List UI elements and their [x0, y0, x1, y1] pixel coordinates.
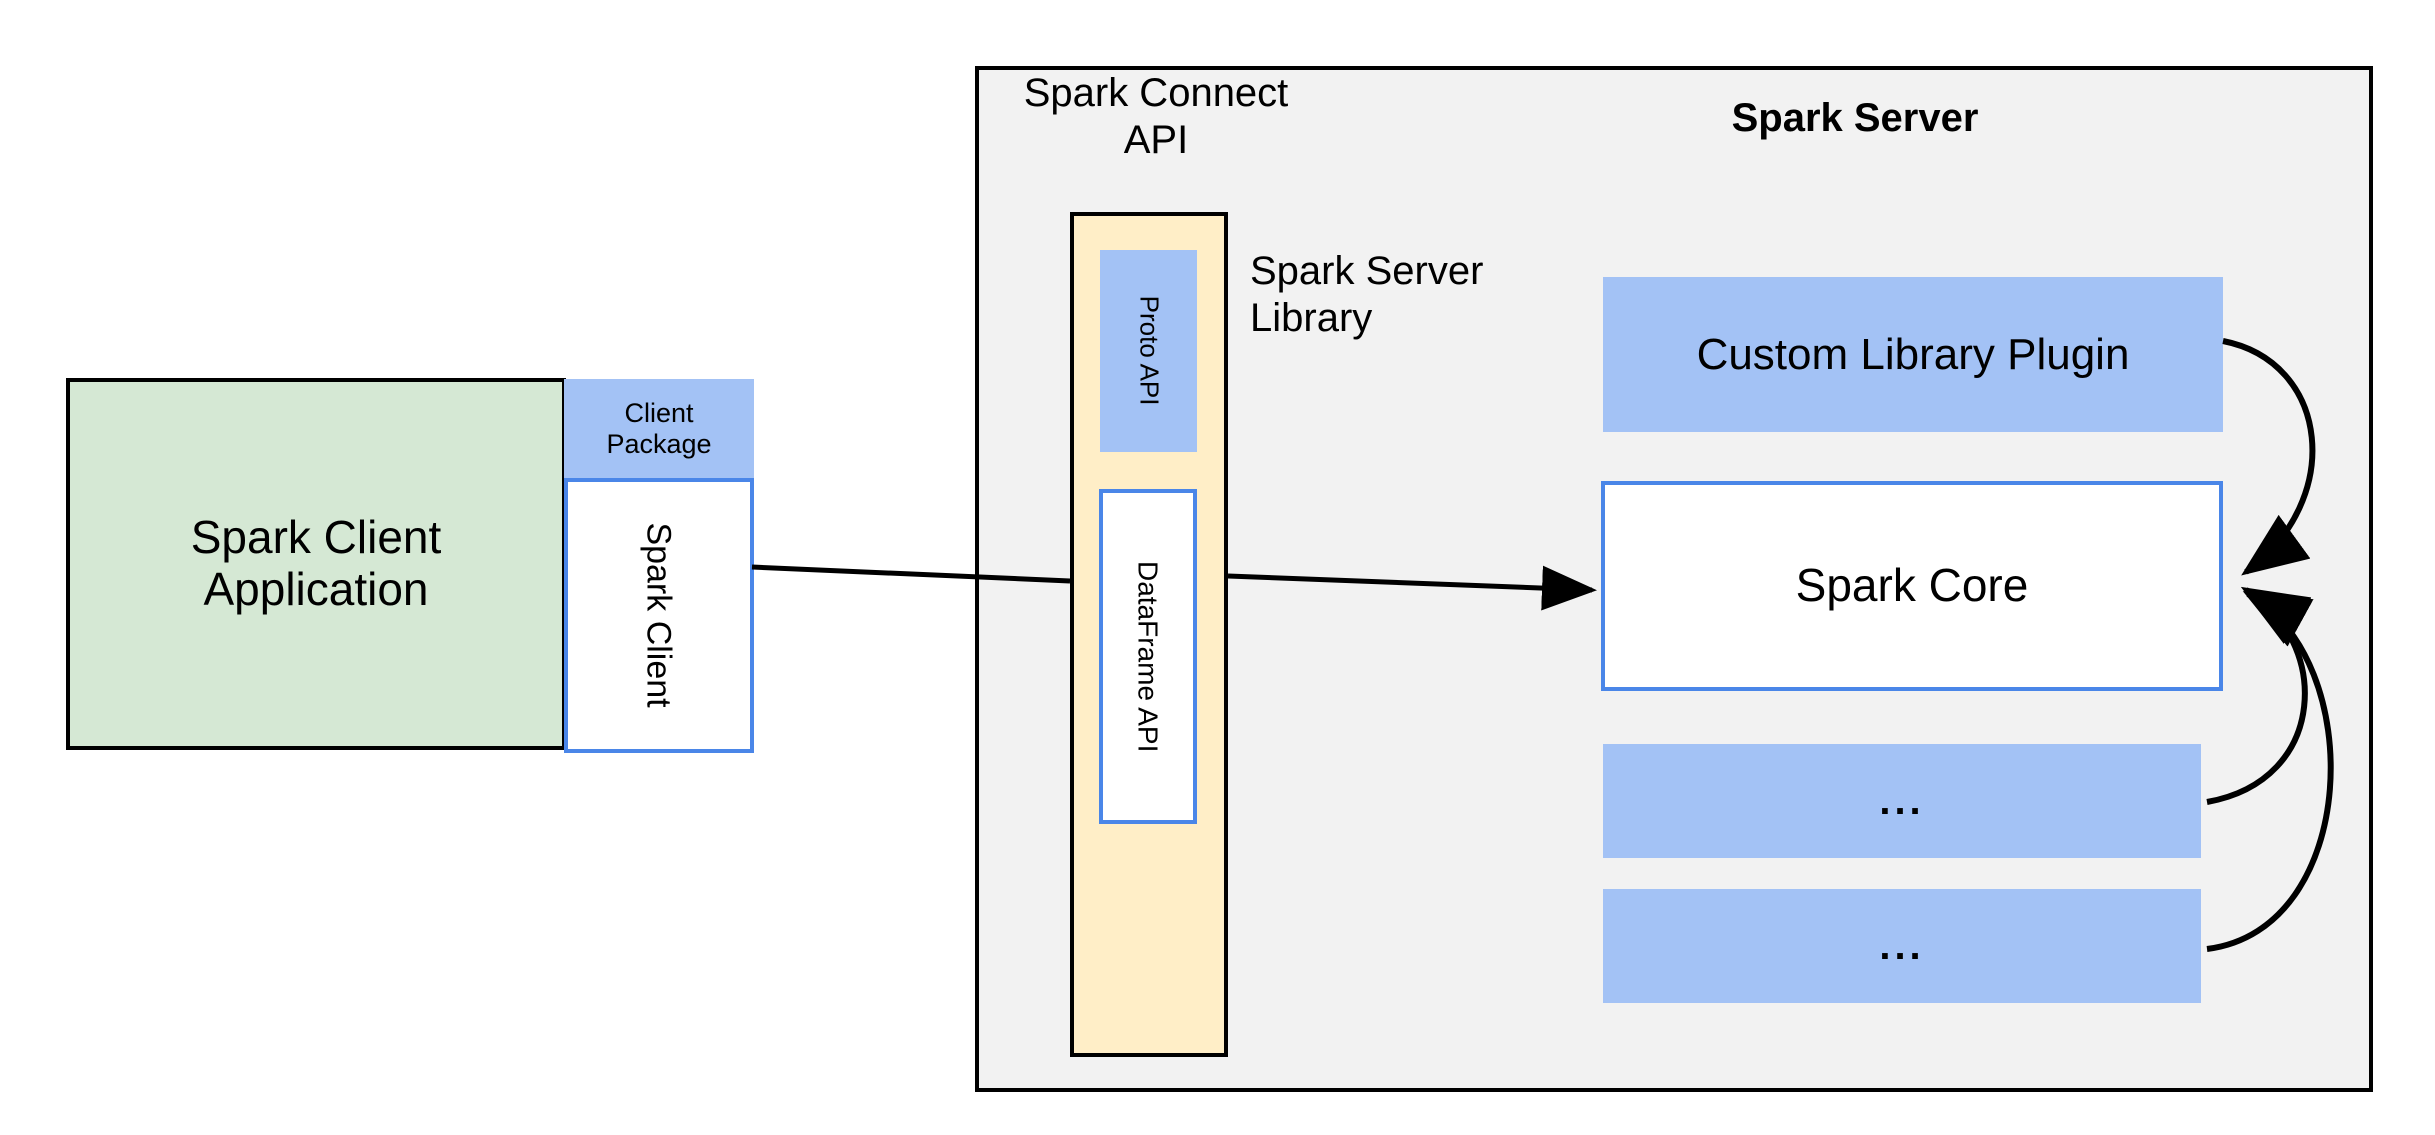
spark-client-label: Spark Client	[640, 522, 679, 709]
proto-api-box: Proto API	[1100, 250, 1197, 452]
spark-client-application-label: Spark Client Application	[190, 511, 442, 615]
client-package-box: Client Package	[564, 379, 754, 478]
spark-connect-api-label: Spark Connect API	[1023, 71, 1289, 163]
spark-client-box: Spark Client	[564, 478, 754, 753]
spark-client-application-box: Spark Client Application	[66, 378, 566, 750]
spark-server-title: Spark Server	[1731, 96, 1979, 140]
client-package-label: Client Package	[606, 398, 712, 459]
dataframe-api-box: DataFrame API	[1099, 489, 1197, 824]
ellipsis-box-2: ...	[1603, 889, 2201, 1003]
spark-server-library-label: Spark Server Library	[1250, 249, 1484, 341]
spark-core-box: Spark Core	[1601, 481, 2223, 691]
dataframe-api-label: DataFrame API	[1132, 560, 1164, 753]
custom-library-plugin-box: Custom Library Plugin	[1603, 277, 2223, 432]
proto-api-label: Proto API	[1134, 296, 1165, 406]
ellipsis-box-1: ...	[1603, 744, 2201, 858]
